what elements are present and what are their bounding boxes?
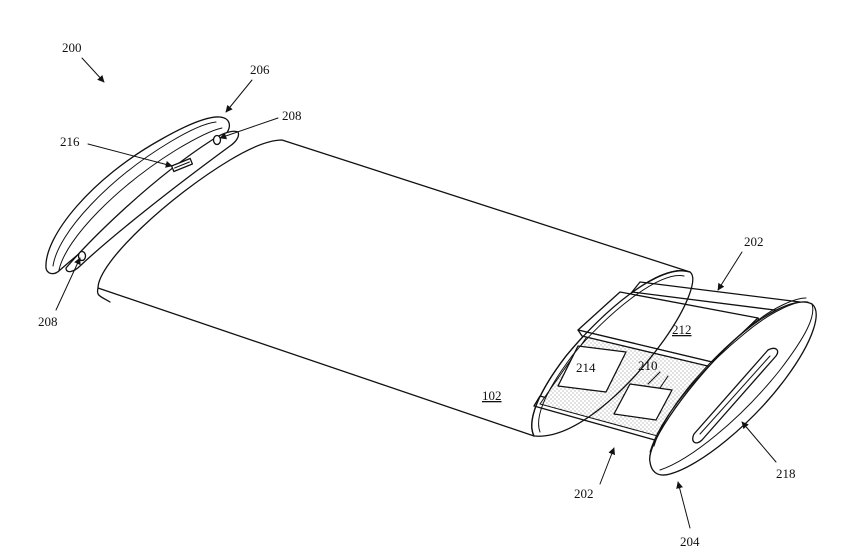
- board-chip: [613, 383, 673, 421]
- labels: 200 206 208 216 208 202 212 214 210 102 …: [38, 40, 796, 549]
- leader-210: [647, 371, 661, 385]
- leader-208-top: [219, 117, 279, 140]
- label-216: 216: [60, 134, 80, 149]
- fastener-208-top: [212, 134, 222, 146]
- label-208-bottom: 208: [38, 314, 58, 329]
- leader-216: [87, 143, 173, 168]
- label-214: 214: [576, 360, 596, 375]
- arrow-202-bottom: [599, 447, 615, 485]
- label-102: 102: [482, 388, 502, 403]
- label-202-top: 202: [744, 234, 764, 249]
- leader-208-bottom: [55, 257, 81, 311]
- internal-assembly: [533, 281, 801, 447]
- arrow-204: [676, 481, 691, 529]
- label-208-top: 208: [282, 108, 302, 123]
- arrow-200: [81, 57, 105, 83]
- arrow-202-top: [717, 251, 743, 291]
- arrow-206: [225, 79, 253, 113]
- tube-opening: [531, 270, 694, 437]
- label-204: 204: [680, 534, 700, 549]
- label-212: 212: [672, 322, 692, 337]
- label-218: 218: [776, 466, 796, 481]
- leader-lines: [55, 57, 777, 529]
- label-200: 200: [62, 40, 82, 55]
- label-206: 206: [250, 62, 270, 77]
- leader-218: [741, 421, 777, 463]
- label-210: 210: [638, 358, 658, 373]
- end-cap-206: [45, 116, 240, 275]
- end-cap-204: [649, 297, 817, 476]
- port-216: [170, 157, 194, 173]
- port-218: [692, 347, 779, 444]
- label-202-bottom: 202: [574, 486, 594, 501]
- component-214: [557, 345, 627, 393]
